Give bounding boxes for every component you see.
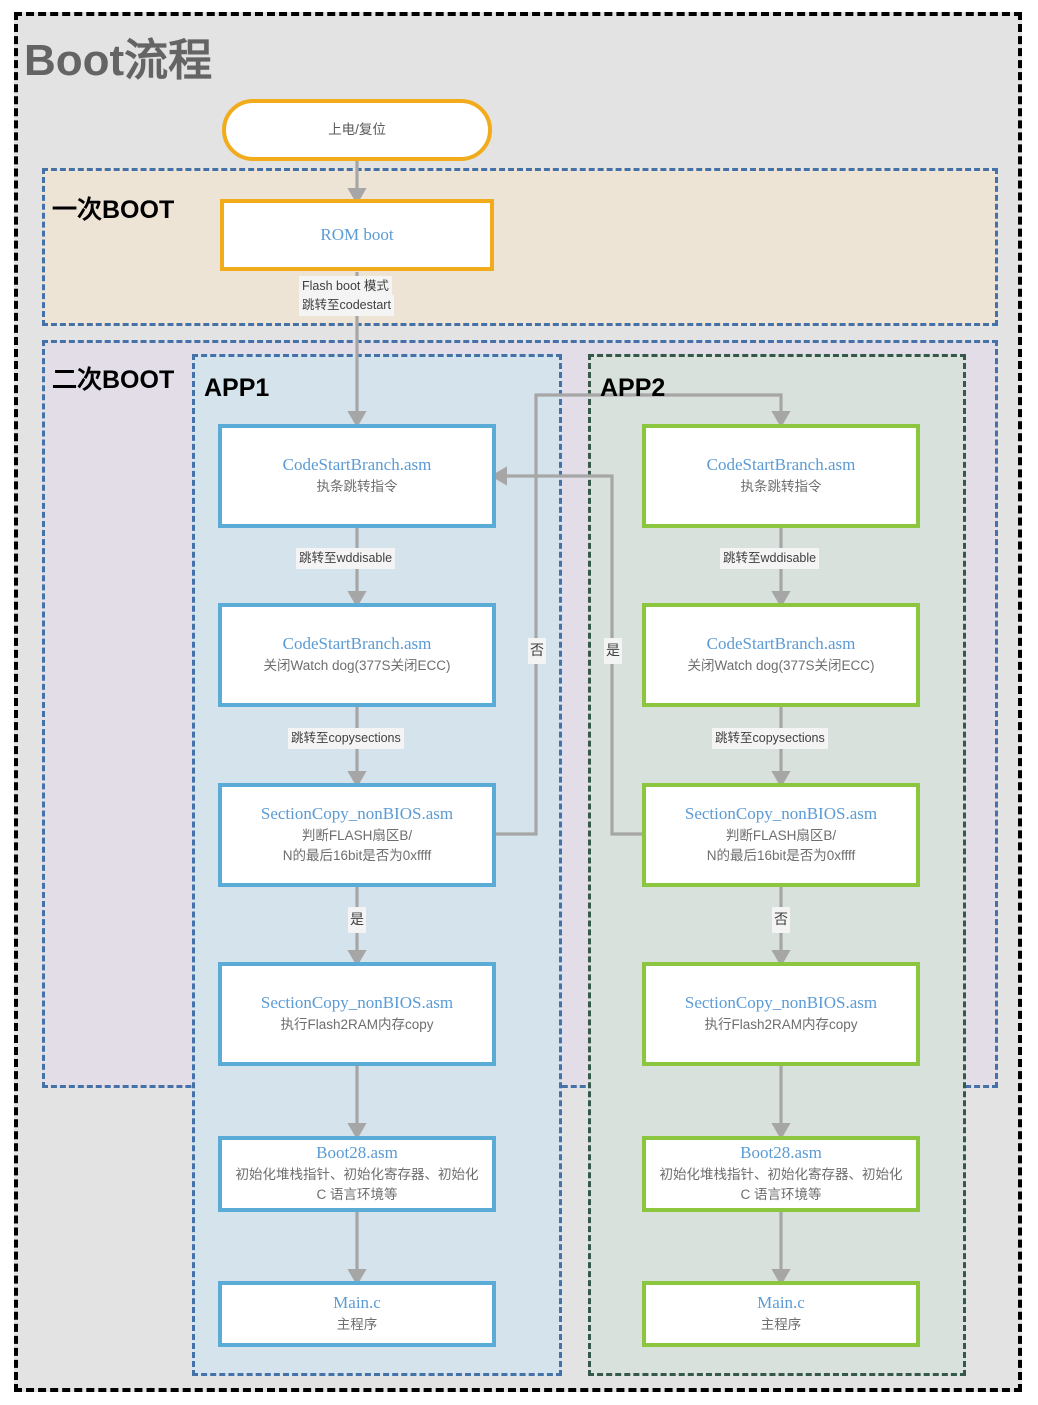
node-app2-codestartbranch-1[interactable]: CodeStartBranch.asm 执条跳转指令 [642,424,920,528]
node-subtitle: 关闭Watch dog(377S关闭ECC) [263,658,451,674]
node-subtitle-line2: N的最后16bit是否为0xffff [282,848,432,864]
node-app2-boot28[interactable]: Boot28.asm 初始化堆栈指针、初始化寄存器、初始化 C 语言环境等 [642,1136,920,1212]
node-title: Main.c [333,1293,381,1313]
node-title: CodeStartBranch.asm [706,455,856,475]
node-title: CodeStartBranch.asm [282,634,432,654]
edge-label-branch-yes: 是 [604,638,622,664]
node-title: CodeStartBranch.asm [706,634,856,654]
node-subtitle-line2: N的最后16bit是否为0xffff [706,848,856,864]
node-app1-main[interactable]: Main.c 主程序 [218,1281,496,1347]
node-title: SectionCopy_nonBIOS.asm [684,993,878,1013]
node-subtitle-line2: C 语言环境等 [316,1187,398,1203]
edge-label-rom-to-codestart-line2: 跳转至codestart [299,295,394,317]
node-rom-boot-title: ROM boot [320,224,394,244]
node-subtitle: 执条跳转指令 [740,479,822,495]
node-subtitle-line1: 判断FLASH扇区B/ [725,828,837,844]
label-first-boot: 一次BOOT [52,196,175,224]
node-title: Main.c [757,1293,805,1313]
label-app1: APP1 [204,374,270,402]
node-subtitle-line1: 初始化堆栈指针、初始化寄存器、初始化 [659,1167,903,1183]
node-rom-boot[interactable]: ROM boot [220,199,494,271]
node-app1-sectioncopy-1[interactable]: SectionCopy_nonBIOS.asm 判断FLASH扇区B/ N的最后… [218,783,496,887]
node-app2-codestartbranch-2[interactable]: CodeStartBranch.asm 关闭Watch dog(377S关闭EC… [642,603,920,707]
edge-label-rom-to-codestart-line1: Flash boot 模式 [299,276,392,298]
node-app2-main[interactable]: Main.c 主程序 [642,1281,920,1347]
node-subtitle-line2: C 语言环境等 [740,1187,822,1203]
node-subtitle: 主程序 [336,1317,378,1333]
node-app1-codestartbranch-2[interactable]: CodeStartBranch.asm 关闭Watch dog(377S关闭EC… [218,603,496,707]
node-start-title: 上电/复位 [328,121,386,137]
label-second-boot: 二次BOOT [52,366,175,394]
node-app2-sectioncopy-1[interactable]: SectionCopy_nonBIOS.asm 判断FLASH扇区B/ N的最后… [642,783,920,887]
node-subtitle: 执行Flash2RAM内存copy [280,1017,434,1033]
node-app2-sectioncopy-2[interactable]: SectionCopy_nonBIOS.asm 执行Flash2RAM内存cop… [642,962,920,1066]
node-subtitle: 关闭Watch dog(377S关闭ECC) [687,658,875,674]
node-subtitle: 执条跳转指令 [316,479,398,495]
node-subtitle-line1: 初始化堆栈指针、初始化寄存器、初始化 [235,1167,479,1183]
edge-label-app2-wddisable: 跳转至wddisable [720,548,820,570]
node-title: SectionCopy_nonBIOS.asm [260,993,454,1013]
node-subtitle-line1: 判断FLASH扇区B/ [301,828,413,844]
node-subtitle: 执行Flash2RAM内存copy [704,1017,858,1033]
region-first-boot [42,168,998,326]
page-title: Boot流程 [24,36,213,85]
node-subtitle: 主程序 [760,1317,802,1333]
edge-label-branch-no: 否 [528,638,546,664]
node-start[interactable]: 上电/复位 [222,99,492,161]
node-title: SectionCopy_nonBIOS.asm [260,804,454,824]
edge-label-app2-copysections: 跳转至copysections [712,728,828,750]
node-title: CodeStartBranch.asm [282,455,432,475]
edge-label-app1-copysections: 跳转至copysections [288,728,404,750]
node-title: SectionCopy_nonBIOS.asm [684,804,878,824]
label-app2: APP2 [600,374,666,402]
node-title: Boot28.asm [316,1143,398,1163]
edge-label-app1-yes: 是 [348,907,366,933]
node-app1-codestartbranch-1[interactable]: CodeStartBranch.asm 执条跳转指令 [218,424,496,528]
node-title: Boot28.asm [740,1143,822,1163]
edge-label-app2-no: 否 [772,907,790,933]
edge-label-app1-wddisable: 跳转至wddisable [296,548,396,570]
node-app1-boot28[interactable]: Boot28.asm 初始化堆栈指针、初始化寄存器、初始化 C 语言环境等 [218,1136,496,1212]
node-app1-sectioncopy-2[interactable]: SectionCopy_nonBIOS.asm 执行Flash2RAM内存cop… [218,962,496,1066]
